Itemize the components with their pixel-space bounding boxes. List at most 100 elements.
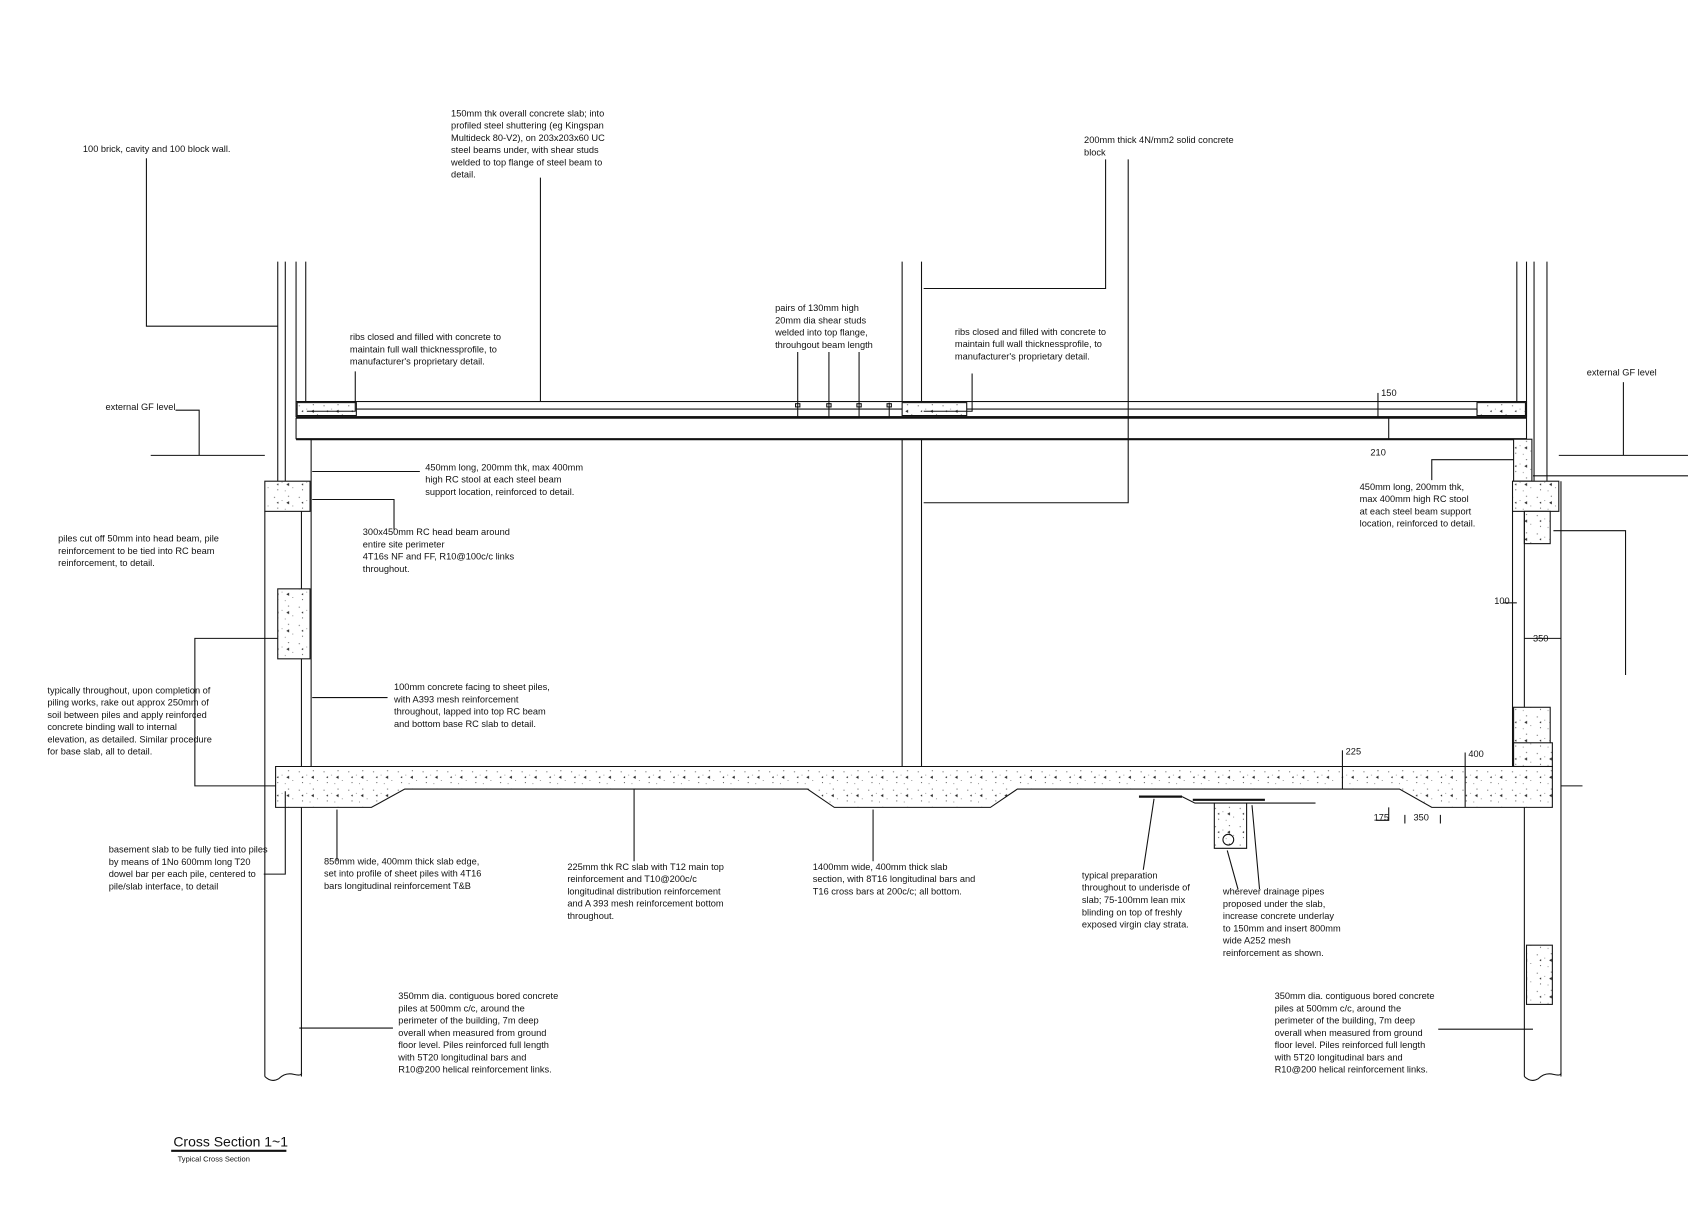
note-line: 150mm thk overall concrete slab; into — [451, 108, 604, 118]
drainage-trench — [1138, 795, 1316, 849]
note-preparation: typical preparation throughout to underis… — [1082, 870, 1190, 929]
note-line: perimeter of the building, 7m deep — [398, 1016, 538, 1026]
note-line: 1400mm wide, 400mm thick slab — [813, 862, 948, 872]
note-line: piles at 500mm c/c, around the — [398, 1003, 524, 1013]
note-ribs-right: ribs closed and filled with concrete to m… — [955, 327, 1106, 362]
note-line: external GF level — [106, 402, 176, 412]
note-line: welded into top flange, — [774, 328, 868, 338]
dimension-base-slab-thk: 225 — [1346, 747, 1361, 757]
note-line: T16 cross bars at 200c/c; all bottom. — [813, 886, 962, 896]
note-line: entire site perimeter — [363, 539, 445, 549]
note-line: piles at 500mm c/c, around the — [1275, 1003, 1401, 1013]
annotation-notes: 100 brick, cavity and 100 block wall. 150… — [47, 108, 1656, 1074]
dimension-lines — [1341, 392, 1561, 824]
note-line: with 5T20 longitudinal bars and — [1274, 1052, 1403, 1062]
leader-lines — [145, 158, 1688, 1030]
dimension-edge-thk: 400 — [1468, 749, 1483, 759]
note-line: R10@200 helical reinforcement links. — [398, 1065, 551, 1075]
note-typically: typically throughout, upon completion of… — [47, 685, 212, 756]
note-line: maintain full wall thicknessprofile, to — [955, 339, 1102, 349]
note-facing: 100mm concrete facing to sheet piles,wit… — [393, 682, 550, 729]
left-cavity-wall — [277, 261, 307, 482]
note-line: manufacturer's proprietary detail. — [955, 351, 1090, 361]
note-line: soil between piles and apply reinforced — [47, 710, 206, 720]
note-line: floor level. Piles reinforced full lengt… — [1275, 1040, 1426, 1050]
note-line: basement slab to be fully tied into pile… — [109, 845, 268, 855]
note-line: overall when measured from ground — [398, 1028, 546, 1038]
note-head-beam: 300x450mm RC head beam around entire site… — [363, 527, 515, 574]
note-line: with 5T20 longitudinal bars and — [397, 1052, 526, 1062]
note-piles-left: 350mm dia. contiguous bored concrete pile… — [397, 991, 558, 1075]
note-line: dowel bar per each pile, centered to — [109, 869, 256, 879]
dimension-facing-thk: 100 — [1494, 596, 1509, 606]
note-line: floor level. Piles reinforced full lengt… — [398, 1040, 549, 1050]
base-slab — [275, 742, 1553, 808]
note-line: 20mm dia shear studs — [775, 315, 866, 325]
note-line: location, reinforced to detail. — [1360, 519, 1476, 529]
note-line: elevation, as detailed. Similar procedur… — [47, 734, 212, 744]
note-line: profiled steel shuttering (eg Kingspan — [451, 121, 604, 131]
shear-studs — [795, 402, 892, 418]
note-line: overall when measured from ground — [1275, 1028, 1423, 1038]
upper-floor-slab — [295, 401, 1528, 418]
note-line: by means of 1No 600mm long T20 — [109, 857, 251, 867]
note-line: 300x450mm RC head beam around — [363, 527, 510, 537]
note-line: ribs closed and filled with concrete to — [955, 327, 1106, 337]
note-line: with A393 mesh reinforcement — [393, 694, 519, 704]
note-line: throughout, lapped into top RC beam — [394, 707, 546, 717]
note-stool-right: 450mm long, 200mm thk,max 400mm high RC … — [1360, 482, 1476, 529]
note-line: welded to top flange of steel beam to — [450, 157, 602, 167]
note-line: reinforcement to be tied into RC beam — [58, 546, 215, 556]
drawing-title-block: Cross Section 1~1 Typical Cross Section — [171, 1133, 288, 1164]
note-wall: 100 brick, cavity and 100 block wall. — [83, 144, 231, 154]
note-line: 4T16s NF and FF, R10@100c/c links — [363, 552, 515, 562]
note-drainage: wherever drainage pipes proposed under th… — [1222, 887, 1341, 958]
note-line: external GF level — [1587, 368, 1657, 378]
note-line: proposed under the slab, — [1223, 899, 1325, 909]
note-basement: basement slab to be fully tied into pile… — [109, 845, 268, 892]
note-line: maintain full wall thicknessprofile, to — [350, 344, 497, 354]
note-line: max 400mm high RC stool — [1360, 494, 1469, 504]
note-slab: 150mm thk overall concrete slab; into pro… — [450, 108, 605, 179]
note-line: Multideck 80-V2), on 203x203x60 UC — [451, 133, 605, 143]
note-line: bars longitudinal reinforcement T&B — [324, 881, 471, 891]
note-line: throuhgout beam length — [775, 340, 873, 350]
note-line: wide A252 mesh — [1222, 936, 1291, 946]
note-line: perimeter of the building, 7m deep — [1275, 1016, 1415, 1026]
note-line: at each steel beam support — [1360, 506, 1472, 516]
dimension-slab-thk: 150 — [1381, 388, 1396, 398]
note-line: 350mm dia. contiguous bored concrete — [398, 991, 558, 1001]
dimension-step: 175 — [1374, 812, 1389, 822]
note-line: slab; 75-100mm lean mix — [1082, 895, 1186, 905]
note-line: reinforcement, to detail. — [58, 558, 155, 568]
note-line: 350mm dia. contiguous bored concrete — [1275, 991, 1435, 1001]
right-head-beam-and-pile — [1511, 438, 1562, 1081]
note-line: wherever drainage pipes — [1222, 887, 1325, 897]
note-line: R10@200 helical reinforcement links. — [1275, 1065, 1428, 1075]
note-line: 100 brick, cavity and 100 block wall. — [83, 144, 231, 154]
note-line: reinforcement as shown. — [1223, 948, 1324, 958]
left-head-beam-and-pile — [264, 439, 312, 1081]
note-line: piles cut off 50mm into head beam, pile — [58, 533, 219, 543]
drawing-subtitle: Typical Cross Section — [178, 1155, 250, 1164]
note-line: typical preparation — [1082, 870, 1158, 880]
note-line: throughout to underisde of — [1082, 883, 1190, 893]
steel-beam — [295, 416, 1527, 441]
note-line: 200mm thick 4N/mm2 solid concrete — [1084, 135, 1234, 145]
note-line: and bottom base RC slab to detail. — [394, 719, 536, 729]
note-line: block — [1084, 147, 1106, 157]
note-line: 850mm wide, 400mm thick slab edge, — [324, 856, 479, 866]
dimension-pile-dia: 350 — [1533, 634, 1548, 644]
note-piles-cutoff: piles cut off 50mm into head beam, pile r… — [58, 533, 219, 568]
ground-level-markers — [150, 382, 1688, 456]
note-piles-right: 350mm dia. contiguous bored concrete pile… — [1274, 991, 1435, 1075]
note-gf-right: external GF level — [1587, 368, 1657, 378]
note-line: for base slab, all to detail. — [47, 747, 152, 757]
note-line: support location, reinforced to detail. — [425, 487, 574, 497]
note-line: manufacturer's proprietary detail. — [350, 357, 485, 367]
note-line: throughout. — [363, 564, 410, 574]
